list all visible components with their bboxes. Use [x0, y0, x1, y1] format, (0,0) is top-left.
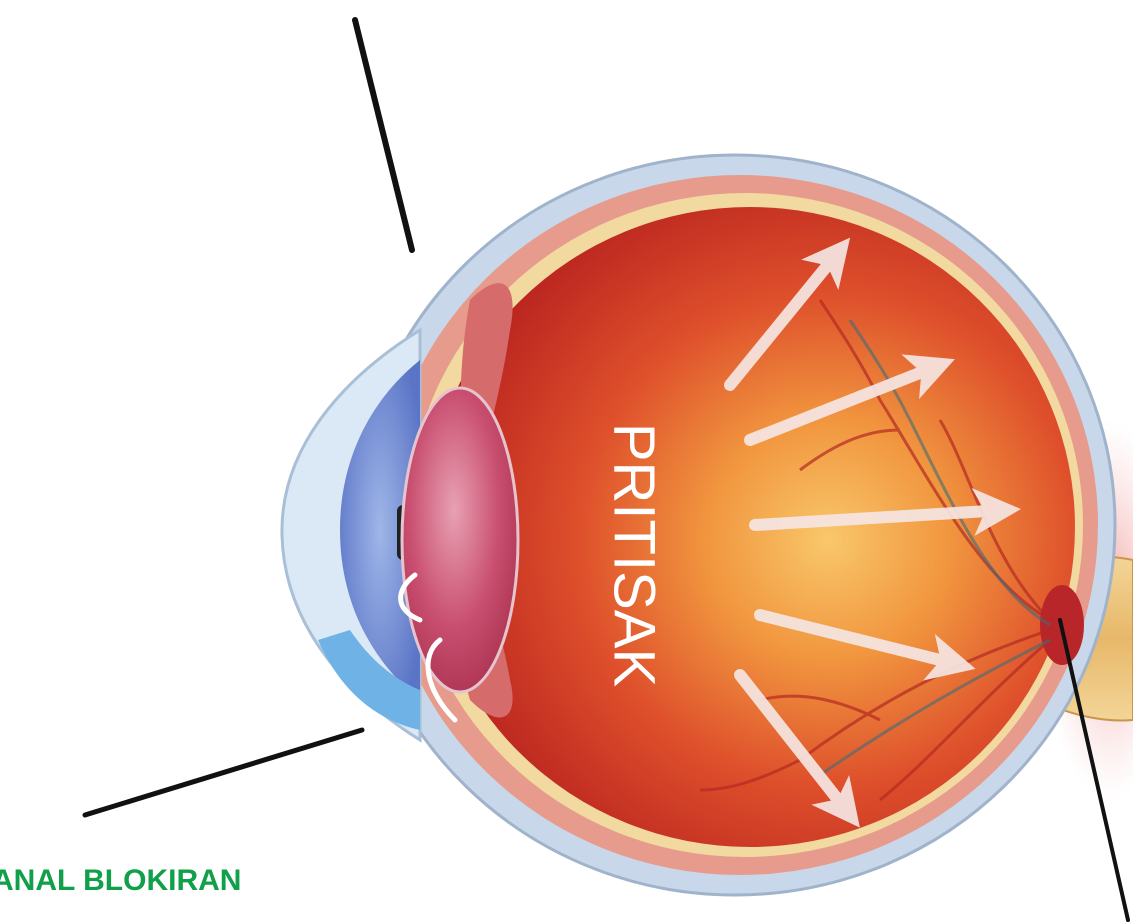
leader-line-canal — [85, 730, 362, 815]
canal-blocked-label: ANAL BLOKIRAN — [0, 864, 241, 897]
leader-line-top — [355, 20, 412, 250]
lens — [402, 388, 518, 692]
pressure-label: PRITISAK — [602, 423, 667, 688]
